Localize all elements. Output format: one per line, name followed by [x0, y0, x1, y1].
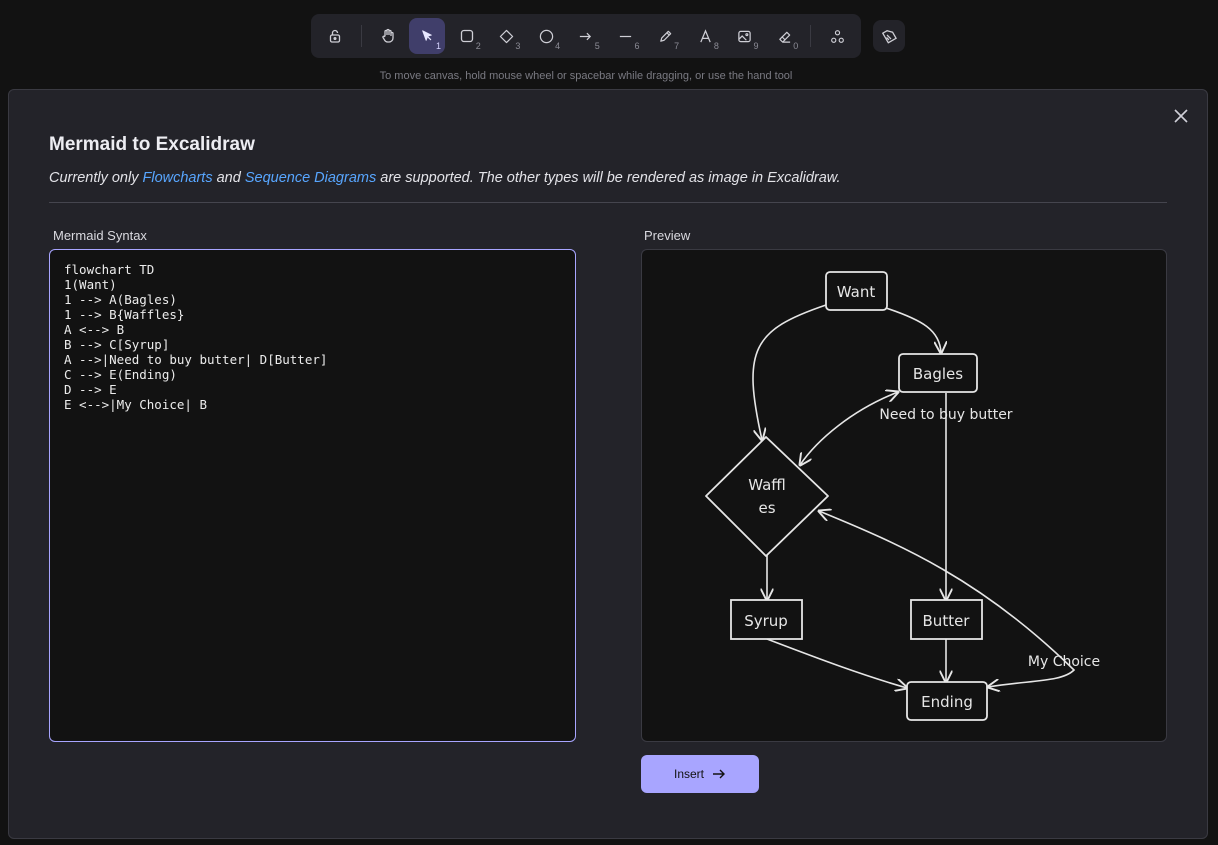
node-want — [825, 271, 888, 311]
eraser-icon — [779, 31, 791, 43]
mermaid-code[interactable]: flowchart TD 1(Want) 1 --> A(Bagles) 1 -… — [64, 262, 328, 412]
shortcut-key: 0 — [793, 41, 799, 51]
ellipse-icon — [539, 29, 553, 43]
library-icon — [881, 30, 897, 44]
desc-prefix: Currently only — [49, 170, 143, 186]
node-bagles — [898, 353, 978, 393]
shapes-icon — [830, 29, 844, 43]
rectangle-tool[interactable]: 2 — [449, 18, 485, 54]
edge-syrup-ending — [766, 638, 907, 688]
sequence-diagrams-link[interactable]: Sequence Diagrams — [244, 170, 377, 186]
node-ending-label: Ending — [921, 693, 973, 711]
close-button[interactable] — [1171, 106, 1191, 126]
image-icon — [738, 30, 751, 42]
pencil-icon — [660, 30, 672, 42]
eraser-tool[interactable]: 0 — [767, 18, 803, 54]
pointer-icon — [422, 30, 433, 41]
toolbar-separator — [360, 25, 362, 47]
edge-want-waffles — [752, 304, 827, 440]
rectangle-icon — [460, 29, 474, 43]
edge-label-my-choice: My Choice — [1028, 654, 1100, 670]
lock-tool[interactable] — [317, 18, 353, 54]
lock-icon — [329, 29, 340, 43]
node-want-label: Want — [837, 283, 876, 301]
syntax-label: Mermaid Syntax — [53, 228, 147, 243]
desc-and: and — [212, 170, 245, 186]
edge-ending-waffles — [819, 511, 1076, 687]
flowcharts-link[interactable]: Flowcharts — [142, 170, 213, 186]
desc-suffix: are supported. The other types will be r… — [376, 170, 841, 186]
node-waffles-label-1: Waffl — [748, 476, 786, 494]
shortcut-key: 4 — [555, 41, 561, 51]
line-icon — [620, 35, 632, 37]
mermaid-syntax-editor[interactable]: flowchart TD 1(Want) 1 --> A(Bagles) 1 -… — [49, 249, 576, 742]
shortcut-key: 9 — [753, 41, 759, 51]
shortcut-key: 8 — [713, 41, 719, 51]
node-bagles-label: Bagles — [913, 365, 963, 383]
hand-tool[interactable] — [370, 18, 406, 54]
image-tool[interactable]: 9 — [727, 18, 763, 54]
text-icon — [699, 28, 711, 42]
edge-bagles-waffles — [800, 392, 898, 465]
flowchart-preview: Want Bagles Waffl es Syrup Butter Ending… — [705, 271, 1100, 721]
hand-icon — [381, 28, 394, 43]
more-tools-button[interactable] — [819, 18, 855, 54]
ellipse-tool[interactable]: 4 — [528, 18, 564, 54]
diamond-tool[interactable]: 3 — [489, 18, 525, 54]
shortcut-key: 5 — [594, 41, 600, 51]
shortcut-key: 2 — [475, 41, 481, 51]
arrow-tool[interactable]: 5 — [568, 18, 604, 54]
preview-canvas: Want Bagles Waffl es Syrup Butter Ending… — [641, 249, 1167, 742]
edge-want-bagles — [885, 307, 941, 353]
node-butter — [910, 599, 983, 640]
close-icon — [1174, 109, 1188, 123]
main-toolbar: 1 2 3 4 5 6 7 8 9 0 — [311, 14, 861, 58]
shortcut-key: 1 — [436, 41, 442, 51]
diamond-icon — [499, 29, 514, 43]
canvas-hint: To move canvas, hold mouse wheel or spac… — [379, 70, 793, 82]
mermaid-dialog: Mermaid to Excalidraw Currently only Flo… — [8, 89, 1208, 839]
node-waffles-label-2: es — [758, 499, 775, 517]
arrow-icon — [580, 32, 592, 40]
line-tool[interactable]: 6 — [608, 18, 644, 54]
arrow-right-icon — [713, 769, 725, 779]
node-waffles — [705, 436, 829, 557]
shortcut-key: 7 — [674, 41, 680, 51]
text-tool[interactable]: 8 — [687, 18, 723, 54]
preview-label: Preview — [644, 228, 691, 243]
toolbar-separator — [810, 25, 812, 47]
draw-tool[interactable]: 7 — [647, 18, 683, 54]
dialog-title: Mermaid to Excalidraw — [49, 134, 255, 155]
shortcut-key: 6 — [634, 41, 640, 51]
node-butter-label: Butter — [923, 612, 971, 630]
dialog-description: Currently only Flowcharts and Sequence D… — [49, 170, 840, 186]
insert-button[interactable]: Insert — [641, 755, 759, 793]
library-button[interactable] — [873, 20, 905, 52]
divider — [49, 202, 1167, 203]
shortcut-key: 3 — [515, 41, 521, 51]
node-syrup — [730, 599, 803, 640]
selection-tool[interactable]: 1 — [409, 18, 446, 54]
node-syrup-label: Syrup — [744, 612, 788, 630]
insert-label: Insert — [673, 767, 704, 781]
node-ending — [906, 681, 988, 721]
edge-label-need-butter: Need to buy butter — [879, 407, 1012, 423]
